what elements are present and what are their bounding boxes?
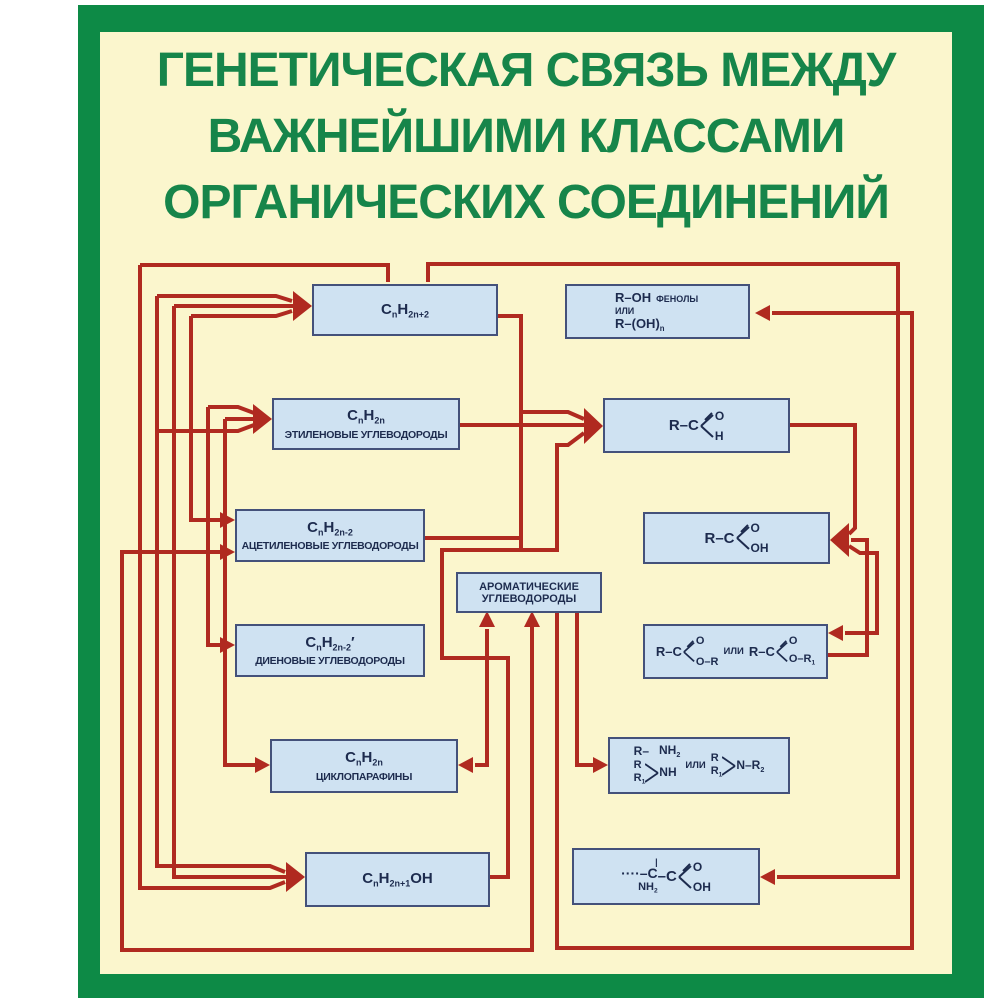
bond-angle-icon — [683, 639, 695, 662]
acids-bottom: OH — [750, 541, 769, 555]
cycloparaffins-label: ЦИКЛОПАРАФИНЫ — [315, 770, 413, 783]
alkanes-formula: CnH2n+2 — [381, 300, 429, 320]
phenols-or: ИЛИ — [615, 306, 635, 317]
ethylene-label: ЭТИЛЕНОВЫЕ УГЛЕВОДОРОДЫ — [284, 428, 448, 441]
box-diene-hydrocarbons: CnH2n-2′ ДИЕНОВЫЕ УГЛЕВОДОРОДЫ — [235, 624, 425, 677]
aromatic-line-1: АРОМАТИЧЕСКИЕ — [479, 580, 579, 593]
bond-angle-icon — [700, 411, 714, 438]
amines-row1-right: NH2 — [659, 743, 681, 759]
cycloparaffins-formula: CnH2n — [345, 749, 383, 768]
aldehydes-bottom: H — [714, 428, 724, 443]
box-acetylene-hydrocarbons: CnH2n-2 АЦЕТИЛЕНОВЫЕ УГЛЕВОДОРОДЫ — [235, 509, 425, 562]
poster-title: ГЕНЕТИЧЕСКАЯ СВЯЗЬ МЕЖДУ ВАЖНЕЙШИМИ КЛАС… — [100, 38, 952, 237]
title-line-1: ГЕНЕТИЧЕСКАЯ СВЯЗЬ МЕЖДУ — [156, 44, 897, 97]
amines-fork2-to: N–R2 — [736, 757, 765, 774]
diene-label: ДИЕНОВЫЕ УГЛЕВОДОРОДЫ — [255, 655, 405, 668]
phenols-formula-2: R–(OH)n — [615, 316, 665, 334]
alcohols-formula: CnH2n+1OH — [362, 870, 433, 889]
amino-acids-nh2: NH2 — [638, 880, 658, 895]
paper-background — [100, 32, 952, 974]
bond-angle-icon — [678, 862, 692, 889]
amines-row1-left: R– — [633, 743, 650, 758]
acids-pre: R–C — [704, 529, 735, 547]
ethylene-formula: CnH2n — [347, 407, 385, 426]
amino-acids-tick: | — [655, 856, 658, 867]
amino-acids-top: O — [692, 859, 703, 874]
amino-acids-bottom: OH — [692, 879, 711, 894]
aldehydes-top: O — [714, 408, 725, 423]
esters-pre-2: R–C — [748, 644, 775, 659]
esters-top-1: O — [695, 634, 705, 647]
amines-fork2-a: R — [710, 751, 719, 764]
title-line-3: ОРГАНИЧЕСКИХ СОЕДИНЕНИЙ — [163, 176, 890, 230]
bond-angle-icon — [735, 524, 750, 550]
amines-fork1-a: R — [633, 759, 642, 772]
bond-angle-icon — [776, 639, 788, 662]
esters-or: ИЛИ — [723, 646, 744, 657]
box-aromatic-hydrocarbons: АРОМАТИЧЕСКИЕ УГЛЕВОДОРОДЫ — [456, 572, 602, 613]
bond-fork-icon — [645, 763, 659, 783]
box-amines: R– NH2 R R1 NH ИЛИ R R1 — [608, 737, 790, 794]
diene-formula: CnH2n-2′ — [305, 633, 355, 653]
box-esters: R–C O O–R ИЛИ R–C O O–R1 — [643, 624, 828, 679]
esters-top-2: O — [788, 634, 798, 647]
aromatic-line-2: УГЛЕВОДОРОДЫ — [481, 592, 577, 605]
amino-acids-chain: ····–C — [621, 864, 658, 881]
box-cycloparaffins: CnH2n ЦИКЛОПАРАФИНЫ — [270, 739, 458, 793]
box-amino-acids: | ····–C NH2 –C O OH — [572, 848, 760, 905]
phenols-note: ФЕНОЛЫ — [656, 293, 699, 304]
box-phenols: R–OH ФЕНОЛЫ ИЛИ R–(OH)n — [565, 284, 750, 339]
acids-top: O — [750, 521, 760, 535]
title-line-2: ВАЖНЕЙШИМИ КЛАССАМИ — [207, 110, 846, 164]
box-carboxylic-acids: R–C O OH — [643, 512, 830, 564]
box-ethylene-hydrocarbons: CnH2n ЭТИЛЕНОВЫЕ УГЛЕВОДОРОДЫ — [272, 398, 460, 450]
amino-acids-mid: –C — [657, 868, 677, 885]
box-alkanes: CnH2n+2 — [312, 284, 498, 336]
esters-bottom-2: O–R1 — [788, 653, 816, 667]
amines-or: ИЛИ — [685, 760, 706, 771]
esters-pre-1: R–C — [655, 644, 682, 659]
box-aldehydes: R–C O H — [603, 398, 790, 453]
amines-fork1-b: R1 — [633, 772, 646, 787]
amines-fork2-b: R1 — [710, 764, 723, 779]
acetylene-formula: CnH2n-2 — [307, 518, 353, 538]
bond-fork-icon — [722, 755, 736, 776]
box-alcohols: CnH2n+1OH — [305, 852, 490, 907]
acetylene-label: АЦЕТИЛЕНОВЫЕ УГЛЕВОДОРОДЫ — [241, 540, 419, 553]
phenols-formula-1: R–OH — [615, 289, 652, 305]
aldehydes-pre: R–C — [668, 417, 699, 434]
esters-bottom-1: O–R — [695, 655, 719, 668]
amines-fork1-to: NH — [659, 765, 677, 780]
